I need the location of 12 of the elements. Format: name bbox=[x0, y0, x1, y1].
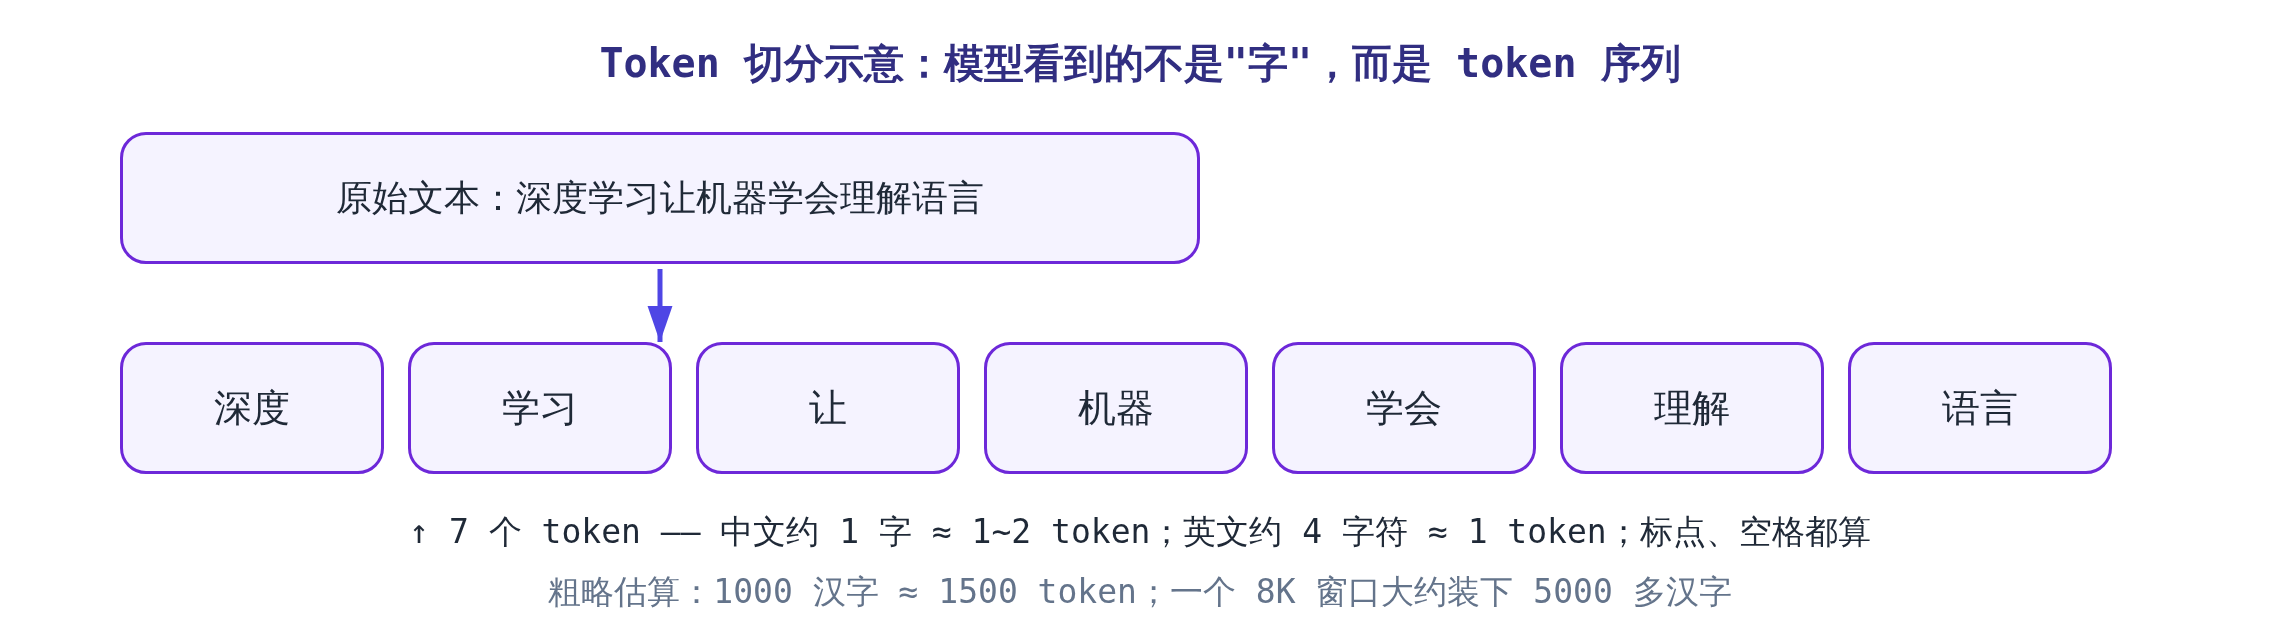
text-box: 学会 bbox=[1272, 342, 1536, 474]
note-text: ↑ 7 个 token —— 中文约 1 字 ≈ 1~2 token；英文约 4 字符 ≈ 1 token；标点、空格都算 bbox=[409, 511, 1871, 553]
text-box: 语言 bbox=[1848, 342, 2112, 474]
text-box: 学习 bbox=[408, 342, 672, 474]
text-box: 让 bbox=[696, 342, 960, 474]
title: Token 切分示意：模型看到的不是"字"，而是 token 序列 bbox=[599, 40, 1681, 86]
note-text: 粗略估算：1000 汉字 ≈ 1500 token；一个 8K 窗口大约装下 5000 多汉字 bbox=[548, 571, 1732, 613]
text-box: 理解 bbox=[1560, 342, 1824, 474]
text-box: 机器 bbox=[984, 342, 1248, 474]
text-box: 深度 bbox=[120, 342, 384, 474]
text-box: 原始文本：深度学习让机器学会理解语言 bbox=[120, 132, 1200, 264]
arrow bbox=[647, 269, 673, 342]
